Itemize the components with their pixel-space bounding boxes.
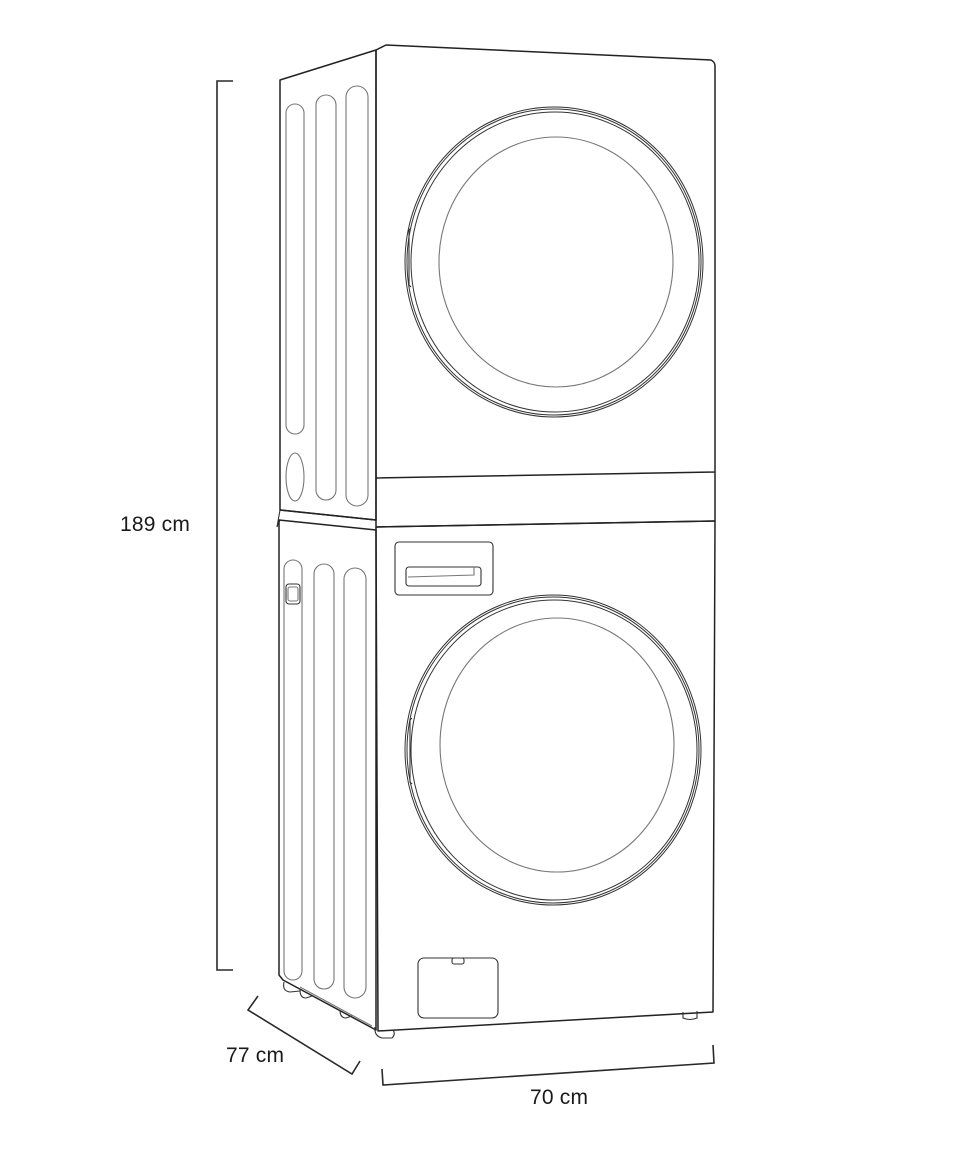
side-rib — [343, 567, 367, 999]
upper-door[interactable] — [404, 106, 704, 418]
side-handle-icon — [285, 583, 301, 605]
lower-front-face — [375, 520, 716, 1032]
lower-door[interactable] — [404, 594, 702, 906]
side-rib — [313, 563, 335, 990]
lower-unit — [278, 519, 716, 1039]
width-label: 70 cm — [530, 1086, 589, 1109]
side-rib — [345, 85, 369, 507]
height-dimension-line — [216, 80, 233, 971]
lower-side-panel — [278, 519, 377, 1031]
depth-label: 77 cm — [226, 1044, 285, 1067]
stacking-band — [276, 472, 716, 528]
feet — [283, 981, 698, 1039]
side-rib — [285, 103, 305, 435]
upper-unit — [279, 44, 716, 521]
upper-top-face — [375, 44, 716, 67]
upper-front-face — [375, 50, 716, 479]
service-panel[interactable] — [417, 957, 499, 1019]
side-vent — [285, 452, 305, 502]
upper-side-panel — [279, 49, 377, 521]
width-dimension-line — [381, 1044, 715, 1086]
side-rib — [315, 94, 337, 501]
depth-dimension-line — [246, 995, 361, 1076]
detergent-drawer[interactable] — [394, 541, 494, 596]
height-label: 189 cm — [120, 513, 191, 536]
side-rib — [283, 559, 303, 981]
